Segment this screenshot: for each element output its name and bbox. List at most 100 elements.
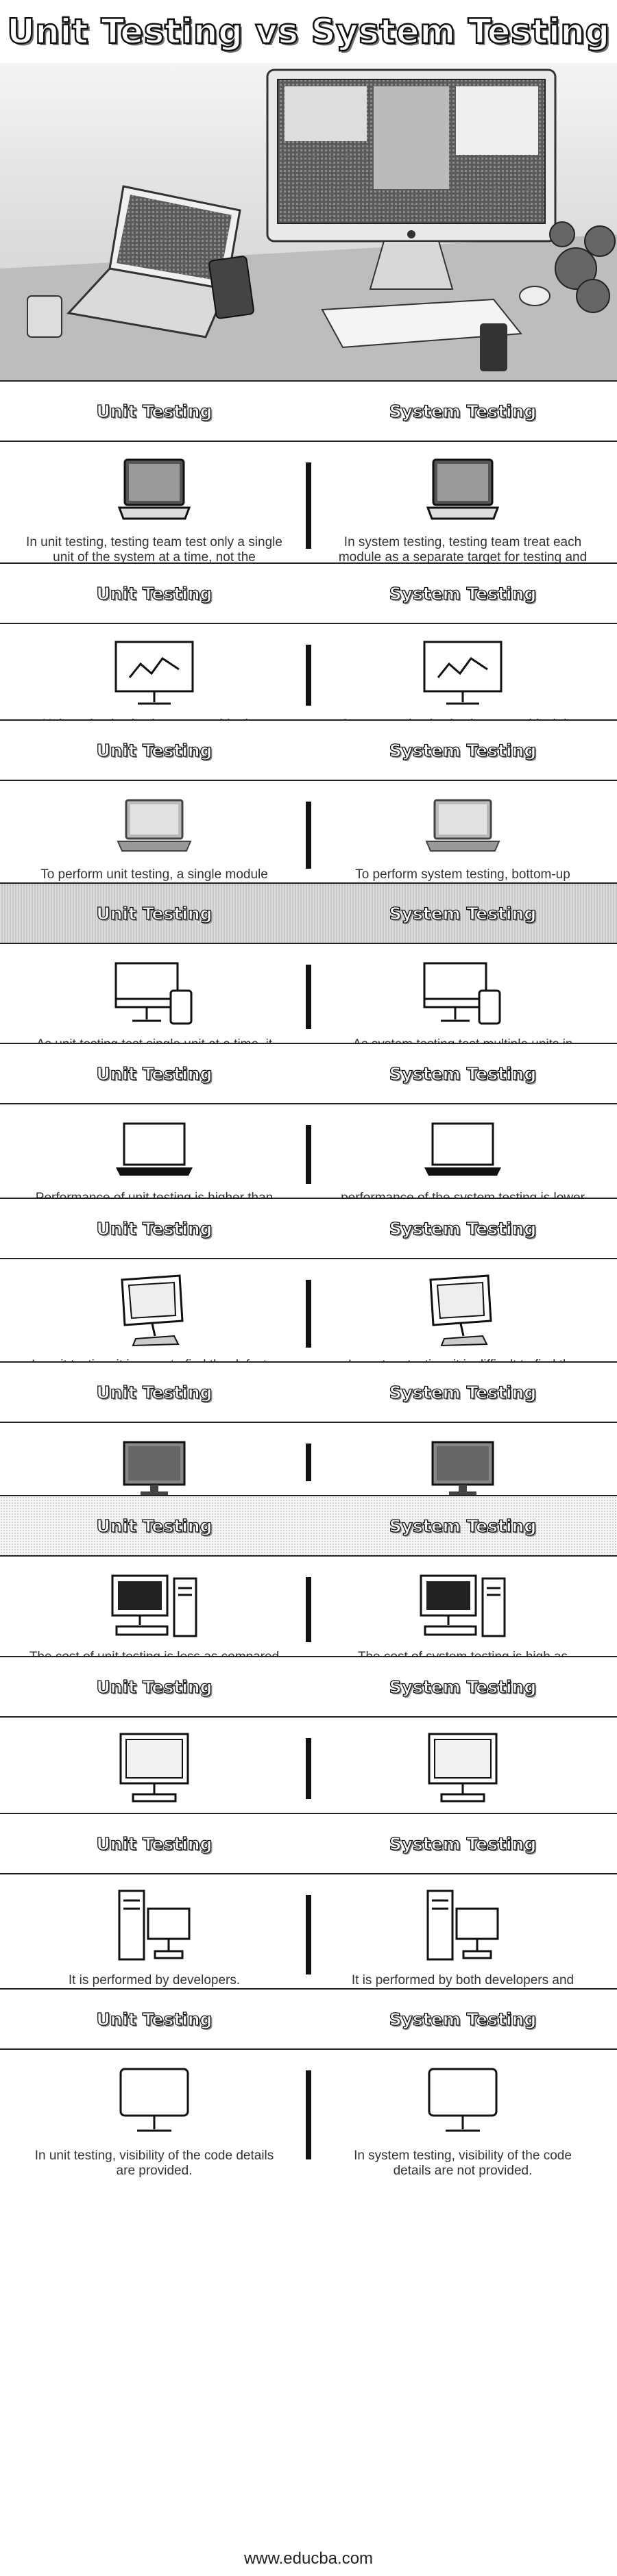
header-left-cell: Unit Testing	[0, 2009, 308, 2029]
unit-testing-column: To perform unit testing, a single module…	[0, 781, 308, 897]
hero-image	[0, 63, 617, 380]
header-right-cell: System Testing	[308, 740, 617, 760]
row-body: In unit testing, testing team test only …	[0, 442, 617, 595]
header-system-testing: System Testing	[389, 1515, 537, 1536]
row-body: It is performed by developers. It is perf…	[0, 1874, 617, 2003]
laptop-icon	[425, 796, 500, 858]
row-body: To perform unit testing, a single module…	[0, 781, 617, 912]
system-testing-column: In system testing, visibility of the cod…	[308, 2050, 617, 2178]
header-right-cell: System Testing	[308, 1515, 617, 1536]
header-unit-testing: Unit Testing	[96, 401, 213, 421]
footer-url: www.educba.com	[0, 2542, 617, 2576]
header-unit-testing: Unit Testing	[96, 1515, 213, 1536]
column-divider	[306, 802, 311, 869]
header-system-testing: System Testing	[389, 583, 537, 604]
header-system-testing: System Testing	[389, 1833, 537, 1854]
header-system-testing: System Testing	[389, 1676, 537, 1697]
unit-testing-column: In unit testing, testing team test only …	[0, 442, 308, 580]
header-system-testing: System Testing	[389, 1382, 537, 1402]
display-icon	[117, 2065, 192, 2139]
row-body: As unit testing test single unit at a ti…	[0, 944, 617, 1067]
header-unit-testing: Unit Testing	[96, 2009, 213, 2029]
crt-monitor-icon	[425, 1274, 500, 1348]
system-testing-column: To perform system testing, bottom-up app…	[308, 781, 617, 912]
column-divider	[306, 1577, 311, 1642]
comparison-row: Unit Testing System TestingThe cost of un…	[0, 1495, 617, 1679]
desktop-screen-icon	[428, 1438, 497, 1500]
header-left-cell: Unit Testing	[0, 903, 308, 924]
laptop-outline-icon	[422, 1119, 504, 1181]
header-system-testing: System Testing	[389, 1218, 537, 1239]
row-header: Unit Testing System Testing	[0, 562, 617, 624]
header-left-cell: Unit Testing	[0, 1515, 308, 1536]
unit-testing-column: In unit testing, it is easy to find the …	[0, 1259, 308, 1372]
comparison-row: Unit Testing System Testing It requires le…	[0, 1361, 617, 1524]
unit-testing-column: It requires less resources.	[0, 1423, 308, 1524]
monitor-graph-icon	[113, 639, 195, 708]
header-left-cell: Unit Testing	[0, 401, 308, 421]
row-body: Performance of unit testing is higher th…	[0, 1104, 617, 1220]
monitor-phone-icon	[113, 959, 195, 1028]
row-header: Unit Testing System Testing	[0, 1988, 617, 2050]
comparison-row: Unit Testing System Testing In unit testin…	[0, 380, 617, 595]
header-system-testing: System Testing	[389, 1063, 537, 1084]
system-testing-column: The cost of system testing is high as co…	[308, 1557, 617, 1679]
header-system-testing: System Testing	[389, 401, 537, 421]
column-divider	[306, 1738, 311, 1799]
laptop-screen-icon	[117, 457, 192, 525]
system-testing-column: It is performed by both developers and t…	[308, 1874, 617, 2003]
comparison-row: Unit Testing System Testing In unit testin…	[0, 1988, 617, 2178]
header-right-cell: System Testing	[308, 1218, 617, 1239]
laptop-icon	[117, 796, 192, 858]
system-testing-column: Goal of system testing is to check the s…	[308, 1718, 617, 1846]
crt-monitor-icon	[117, 1274, 192, 1348]
unit-testing-column: In unit testing, visibility of the code …	[0, 2050, 308, 2178]
column-divider	[306, 645, 311, 706]
comparison-row: Unit Testing System Testing In unit testin…	[0, 1198, 617, 1387]
system-testing-column: As system testing test multiple units in…	[308, 944, 617, 1067]
header-right-cell: System Testing	[308, 1382, 617, 1402]
header-right-cell: System Testing	[308, 583, 617, 604]
column-divider	[306, 462, 311, 549]
page-title: Unit Testing vs System Testing	[6, 11, 611, 53]
system-testing-column: It requires more resources.	[308, 1423, 617, 1524]
monitor-icon	[117, 1733, 192, 1807]
header-unit-testing: Unit Testing	[96, 1218, 213, 1239]
header-left-cell: Unit Testing	[0, 1676, 308, 1697]
column-divider	[306, 1280, 311, 1348]
header-right-cell: System Testing	[308, 1063, 617, 1084]
row-header: Unit Testing System Testing	[0, 1043, 617, 1104]
workspace-illustration	[0, 69, 617, 380]
monitor-graph-icon	[422, 639, 504, 708]
system-testing-column: performance of the system testing is low…	[308, 1104, 617, 1220]
unit-testing-text: It is performed by developers.	[68, 1973, 241, 1987]
row-body: It requires less resources.It requires m…	[0, 1423, 617, 1524]
header-unit-testing: Unit Testing	[96, 583, 213, 604]
row-body: In unit testing, it is easy to find the …	[0, 1259, 617, 1387]
title-bar: Unit Testing vs System Testing	[0, 0, 617, 63]
unit-testing-text: In unit testing, visibility of the code …	[34, 2148, 274, 2178]
header-unit-testing: Unit Testing	[96, 903, 213, 924]
row-body: The cost of unit testing is less as comp…	[0, 1557, 617, 1679]
header-unit-testing: Unit Testing	[96, 1063, 213, 1084]
header-left-cell: Unit Testing	[0, 1382, 308, 1402]
system-testing-column: System testing is also known as black-bo…	[308, 624, 617, 747]
row-body: Goal of unit testing is to validate the …	[0, 1718, 617, 1846]
header-left-cell: Unit Testing	[0, 740, 308, 760]
laptop-outline-icon	[113, 1119, 195, 1181]
header-system-testing: System Testing	[389, 740, 537, 760]
desktop-tower-icon	[110, 1572, 199, 1640]
header-right-cell: System Testing	[308, 2009, 617, 2029]
computer-tower-icon	[117, 1890, 192, 1964]
row-body: In unit testing, visibility of the code …	[0, 2050, 617, 2178]
system-testing-column: In system testing, testing team treat ea…	[308, 442, 617, 595]
desktop-tower-icon	[418, 1572, 507, 1640]
header-unit-testing: Unit Testing	[96, 1382, 213, 1402]
row-body: Unit testing is also known as white-box …	[0, 624, 617, 747]
